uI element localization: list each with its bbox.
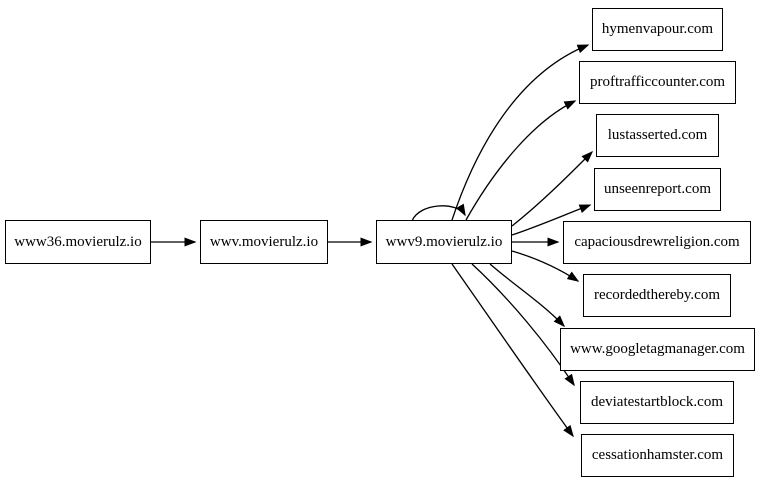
graph-node-label: www36.movierulz.io xyxy=(14,233,142,250)
graph-node-label: proftrafficcounter.com xyxy=(589,74,726,90)
graph-node-proftrafficcounter-com: proftrafficcounter.com xyxy=(579,61,736,104)
edge-wwv9-movierulz-io-to-www-googletagmanager-com xyxy=(489,263,566,328)
edge-wwv9-movierulz-io-to-lustasserted-com xyxy=(511,150,594,227)
graph-node-deviatestartblock-com: deviatestartblock.com xyxy=(580,381,734,424)
graph-node-cessationhamster-com: cessationhamster.com xyxy=(581,434,734,477)
graph-node-label: lustasserted.com xyxy=(607,127,708,143)
graph-node-label: wwv.movierulz.io xyxy=(209,233,319,250)
edge-wwv9-movierulz-io-to-wwv9-movierulz-io xyxy=(411,203,466,222)
graph-node-www-googletagmanager-com: www.googletagmanager.com xyxy=(560,328,755,371)
edge-wwv9-movierulz-io-to-hymenvapour-com xyxy=(451,44,590,221)
graph-node-wwv-movierulz-io: wwv.movierulz.io xyxy=(200,220,328,264)
edge-wwv9-movierulz-io-to-unseenreport-com xyxy=(511,204,592,236)
graph-node-wwv9-movierulz-io: wwv9.movierulz.io xyxy=(376,220,512,264)
edge-wwv9-movierulz-io-to-cessationhamster-com xyxy=(451,263,574,438)
graph-node-label: hymenvapour.com xyxy=(601,21,714,37)
graph-node-www36-movierulz-io: www36.movierulz.io xyxy=(5,220,151,264)
graph-node-label: deviatestartblock.com xyxy=(590,394,724,410)
graph-node-recordedthereby-com: recordedthereby.com xyxy=(583,274,731,317)
graph-node-lustasserted-com: lustasserted.com xyxy=(596,114,719,157)
graph-node-unseenreport-com: unseenreport.com xyxy=(594,168,721,211)
graph-node-label: cessationhamster.com xyxy=(591,447,724,463)
edge-wwv9-movierulz-io-to-proftrafficcounter-com xyxy=(465,100,577,221)
graph-node-label: recordedthereby.com xyxy=(593,287,721,303)
graph-node-label: capaciousdrewreligion.com xyxy=(574,234,740,250)
graph-node-capaciousdrewreligion-com: capaciousdrewreligion.com xyxy=(563,221,751,264)
graph-node-label: www.googletagmanager.com xyxy=(570,341,745,357)
edge-wwv9-movierulz-io-to-recordedthereby-com xyxy=(511,250,580,282)
graph-node-label: wwv9.movierulz.io xyxy=(385,233,503,250)
graph-node-label: unseenreport.com xyxy=(603,181,712,197)
graph-node-hymenvapour-com: hymenvapour.com xyxy=(592,8,723,51)
